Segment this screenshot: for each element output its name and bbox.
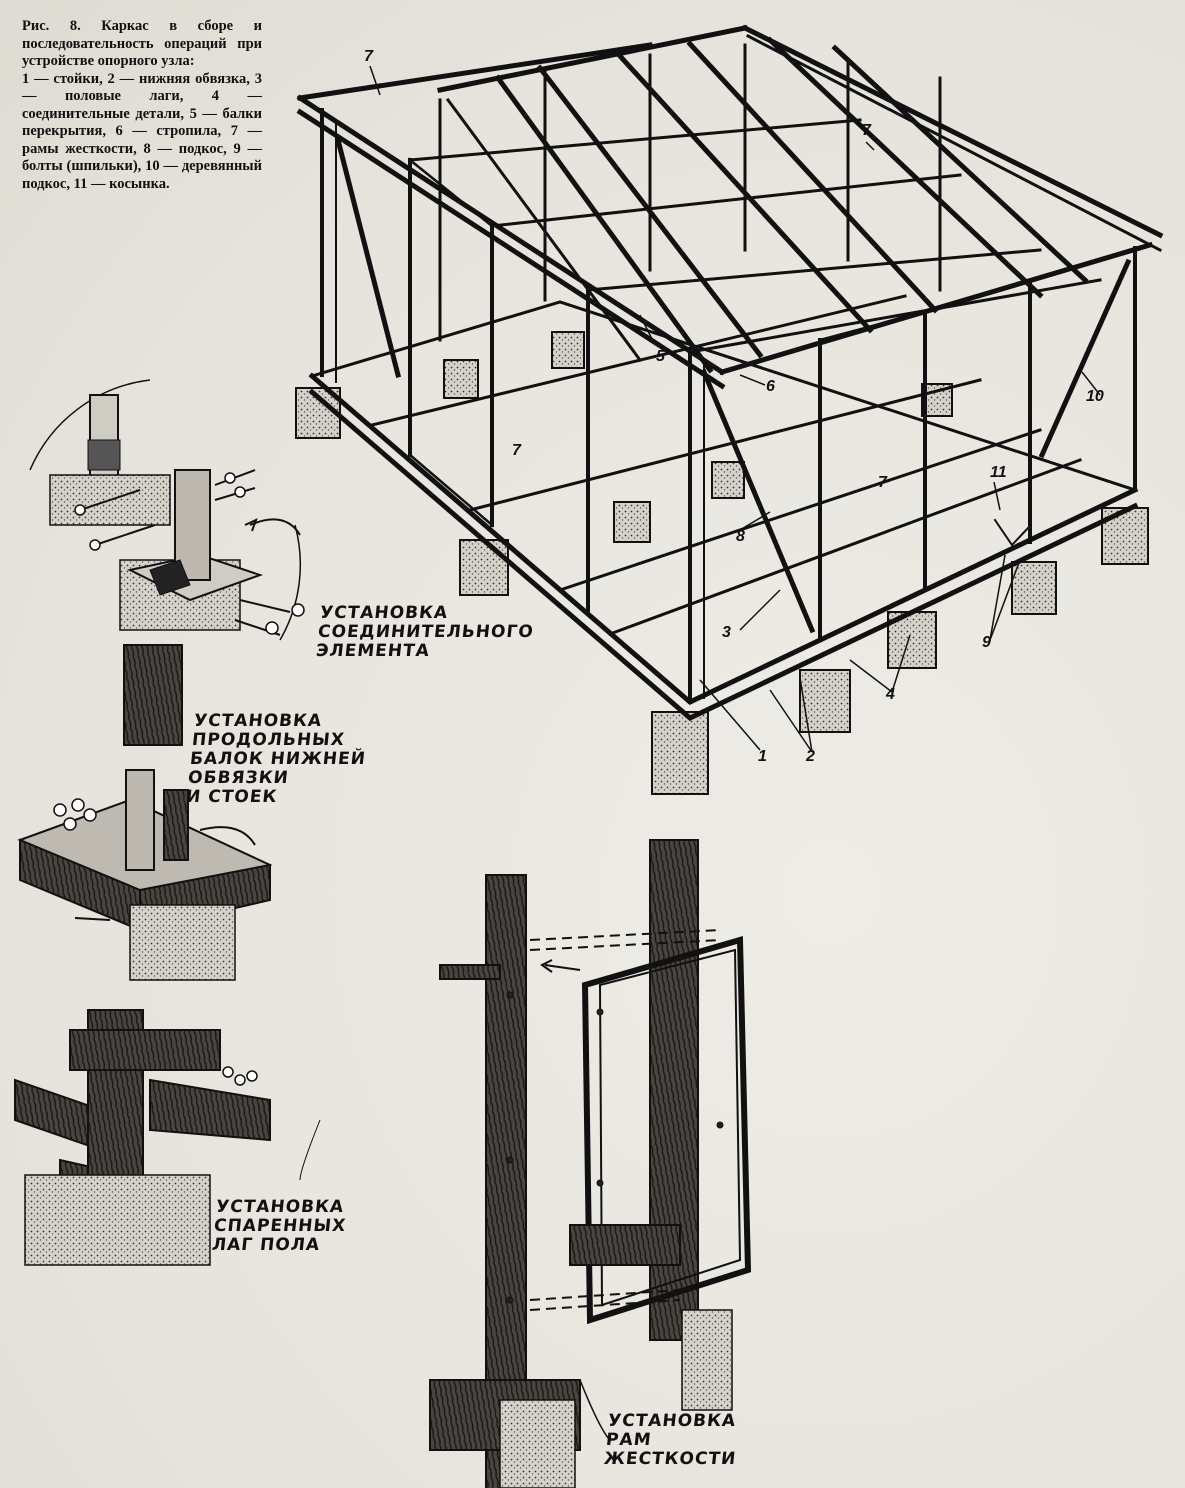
label-7-floor-right: 7 [878,474,887,491]
label-10: 10 [1086,388,1104,405]
label-6: 6 [766,378,775,395]
label-1: 1 [758,748,767,765]
note-beams: УСТАНОВКА ПРОДОЛЬНЫХ БАЛОК НИЖНЕЙ ОБВЯЗК… [185,711,367,807]
label-11: 11 [990,464,1007,481]
braces [334,136,1132,634]
top-plates [296,42,1154,390]
house-frame [295,24,1164,795]
figure-caption: Рис. 8. Каркас в сборе и последовательно… [22,18,262,193]
label-7-floor-left: 7 [512,442,521,459]
ceiling-beams [408,118,1102,354]
label-2: 2 [806,748,815,765]
gusset [993,518,1030,547]
caption-legend: 1 — стойки, 2 — нижняя обвязка, 3 — поло… [22,70,262,192]
label-5: 5 [656,348,665,365]
note-connector: УСТАНОВКА СОЕДИНИТЕЛЬНОГО ЭЛЕМЕНТА [315,603,535,661]
stiffening-frames [408,157,927,642]
note-joists: УСТАНОВКА СПАРЕННЫХ ЛАГ ПОЛА [211,1197,348,1255]
note-frames: УСТАНОВКА РАМ ЖЕСТКОСТИ [603,1411,738,1469]
detail-frames [429,839,752,1488]
detail-connector [29,379,305,641]
label-7-top-left: 7 [364,48,373,65]
leader-lines [369,65,1101,753]
caption-title: Рис. 8. Каркас в сборе и последовательно… [22,18,262,69]
rafters [437,24,1164,374]
detail-joists [14,1009,321,1266]
label-3: 3 [722,624,731,641]
label-8: 8 [736,528,745,545]
detail-beams [17,644,273,981]
label-7-top-right: 7 [862,122,871,139]
label-4: 4 [886,686,895,703]
label-9: 9 [982,634,991,651]
